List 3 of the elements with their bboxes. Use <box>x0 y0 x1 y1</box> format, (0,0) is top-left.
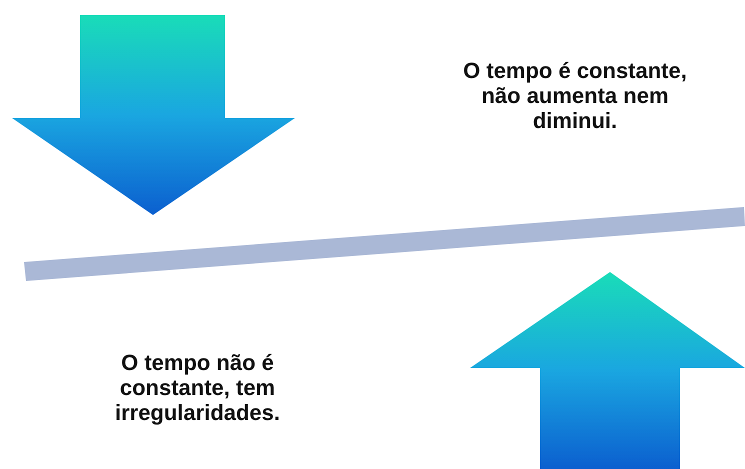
statement-text: O tempo é constante, não aumenta nem diminui. <box>462 58 688 133</box>
statement-text: O tempo não é constante, tem irregularidades. <box>114 350 282 425</box>
tilted-bar <box>24 207 745 281</box>
